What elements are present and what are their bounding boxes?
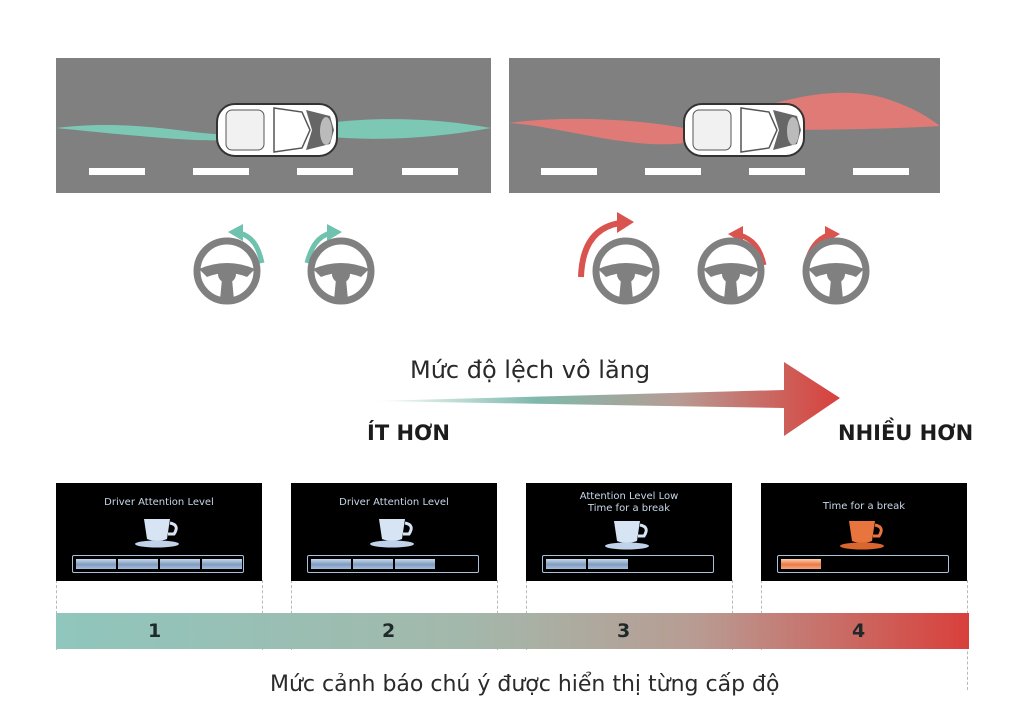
coffee-cup-icon [840,521,884,550]
screen-title: Driver Attention Level [104,497,214,508]
level-segment [118,559,158,569]
lane-dash [89,168,145,175]
level-segment [202,559,242,569]
car-icon [216,103,338,157]
level-segment [311,559,351,569]
lane-dash [297,168,353,175]
screen-title-line1: Attention Level Low [579,491,679,502]
attention-level-bar [777,555,949,573]
coffee-cup-icon [370,519,414,548]
level-segment [781,559,821,569]
car-icon [683,103,805,157]
screen-title: Attention Level Low Time for a break [526,491,732,515]
increasing-arrow [372,362,840,436]
steering-wheels [0,212,1024,315]
steering-path-red [509,92,940,145]
level-number: 2 [382,620,396,642]
screen-title: Time for a break [822,501,906,512]
lane-dash [402,168,458,175]
road-panel-right [509,58,940,193]
level-segment [353,559,393,569]
attention-screen-1: Driver Attention Level [56,483,262,581]
steering-wheel-icon [701,241,761,301]
lane-dash [645,168,701,175]
steering-wheel-icon [596,241,656,301]
steering-wheel-icon [806,241,866,301]
level-segment [395,559,435,569]
level-segment [76,559,116,569]
lane-dash [853,168,909,175]
steering-path-teal [56,119,491,141]
steering-wheel-icon [197,241,257,301]
more-label: NHIỀU HƠN [838,421,974,445]
attention-screen-2: Driver Attention Level [291,483,497,581]
level-number: 3 [617,620,631,642]
level-segment [160,559,200,569]
steering-wheel-icon [311,241,371,301]
lane-dash [193,168,249,175]
road-panel-left [56,58,491,193]
level-number: 1 [148,620,162,642]
less-label: ÍT HƠN [367,421,450,445]
attention-level-bar [542,555,714,573]
coffee-cup-icon [605,521,649,550]
screen-title: Driver Attention Level [339,497,449,508]
steering-deviation-caption: Mức độ lệch vô lăng [410,356,651,384]
lane-dash [541,168,597,175]
warning-level-bar: 1 2 3 4 [56,613,969,649]
coffee-cup-icon [135,519,179,548]
attention-screen-3: Attention Level Low Time for a break [526,483,732,581]
footer-caption: Mức cảnh báo chú ý được hiển thị từng cấ… [270,672,780,697]
attention-level-bar [307,555,479,573]
level-segment [546,559,586,569]
attention-screen-4: Time for a break [761,483,967,581]
level-number: 4 [852,620,866,642]
lane-dash [749,168,805,175]
screen-title-line2: Time for a break [587,503,671,514]
attention-level-bar [72,555,244,573]
level-segment [588,559,628,569]
